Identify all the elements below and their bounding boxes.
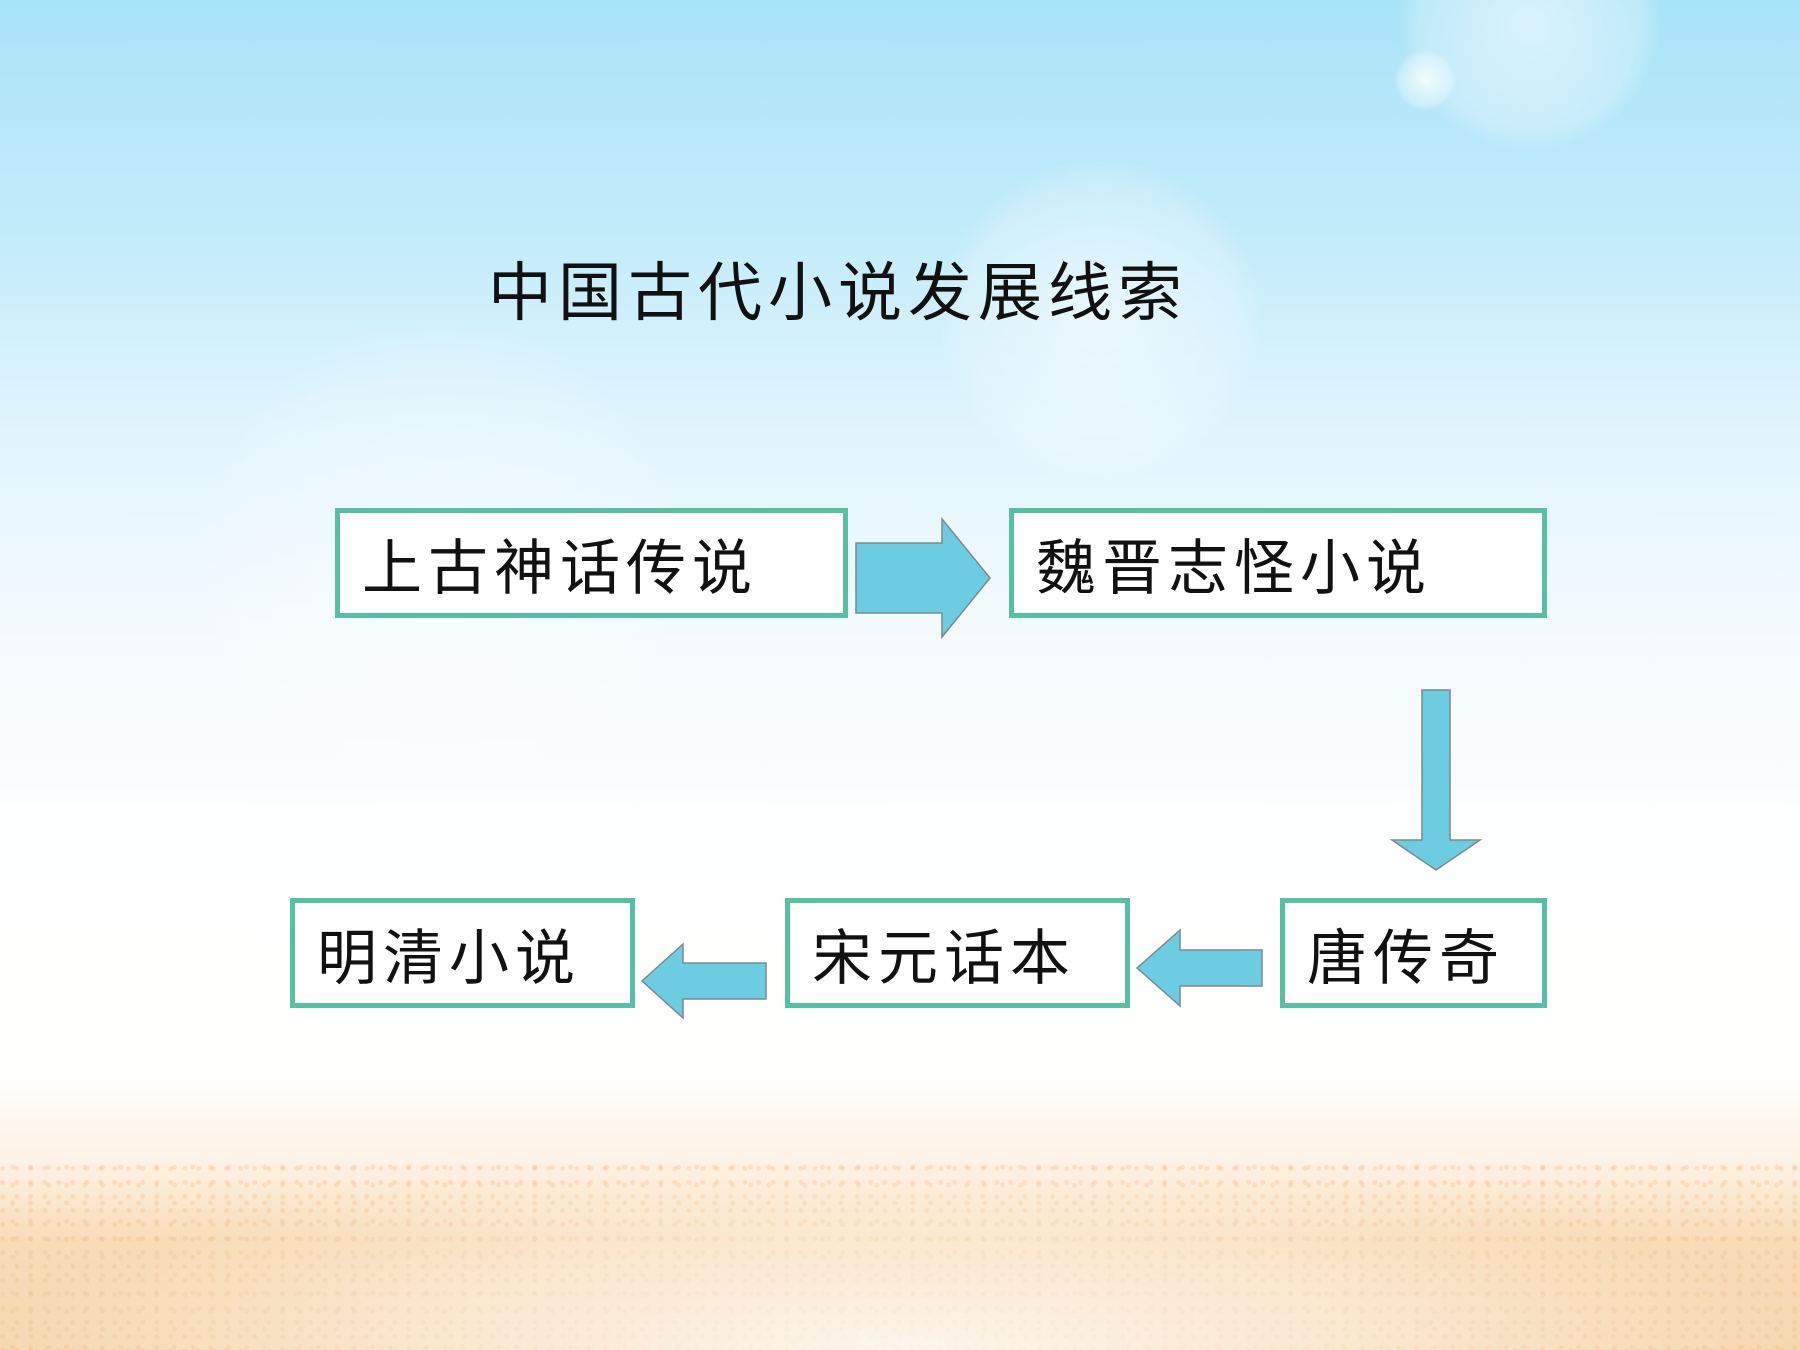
arrow-left-1 — [1135, 928, 1263, 1008]
node-label: 上古神话传说 — [362, 533, 758, 604]
node-label: 唐传奇 — [1307, 923, 1505, 994]
arrow-down-1 — [1389, 689, 1483, 871]
node-weijin-zhiguai: 魏晋志怪小说 — [1009, 508, 1547, 618]
node-tang-chuanqi: 唐传奇 — [1280, 898, 1547, 1008]
node-label: 魏晋志怪小说 — [1036, 533, 1432, 604]
node-mingqing-xiaoshuo: 明清小说 — [290, 898, 635, 1008]
node-label: 明清小说 — [317, 923, 581, 994]
diagram-title: 中国古代小说发展线索 — [488, 257, 1188, 331]
node-ancient-myths: 上古神话传说 — [335, 508, 848, 618]
node-label: 宋元话本 — [812, 923, 1076, 994]
node-songyuan-huaben: 宋元话本 — [785, 898, 1130, 1008]
arrow-right-1 — [855, 516, 991, 640]
arrow-left-2 — [640, 942, 767, 1020]
